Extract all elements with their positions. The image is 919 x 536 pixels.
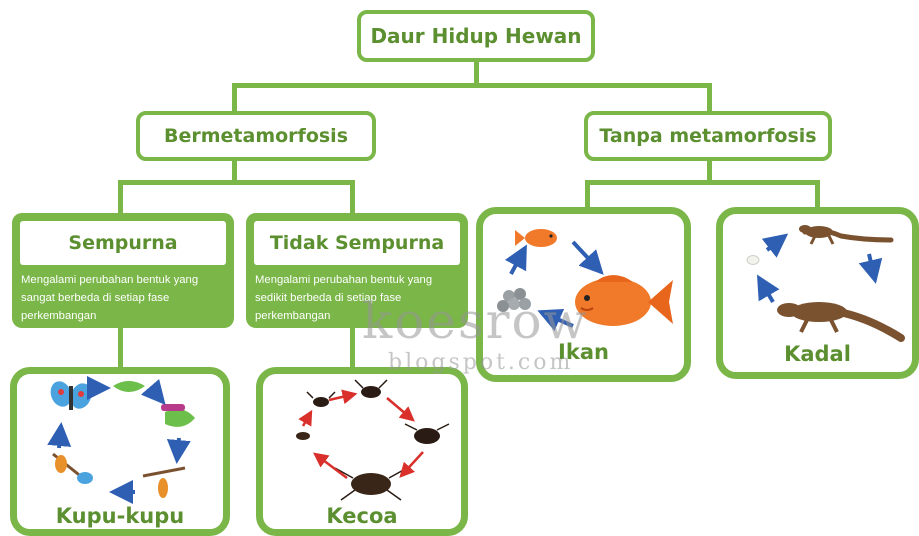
connector-to-tanpa	[707, 83, 712, 113]
connector-to-sempurna	[118, 180, 123, 215]
cockroach-egg-icon	[296, 432, 310, 440]
connector-to-tidak-sempurna	[350, 180, 355, 215]
kadal-panel: Kadal	[716, 207, 919, 379]
nymph-large-icon	[404, 423, 450, 444]
connector-bermeta-down	[232, 158, 237, 183]
chrysalis-icon	[142, 466, 186, 498]
root-node: Daur Hidup Hewan	[357, 10, 595, 62]
arrow-nymph2-to-nymph3	[386, 397, 415, 422]
connector-root-down	[474, 60, 479, 85]
arrow-small-to-big	[571, 240, 604, 275]
tanpa-metamorfosis-label: Tanpa metamorfosis	[599, 125, 817, 147]
adult-cockroach-icon	[334, 467, 408, 501]
leaf-egg-icon	[113, 381, 145, 392]
connector-level2-right-horizontal	[585, 180, 820, 185]
kupu-label: Kupu-kupu	[55, 504, 185, 528]
sempurna-title: Sempurna	[20, 221, 226, 265]
arrow-big-to-egg	[756, 274, 780, 304]
bermetamorfosis-node: Bermetamorfosis	[136, 111, 376, 161]
kecoa-cycle-illustration	[296, 379, 450, 501]
emerging-butterfly-icon	[52, 452, 93, 484]
arrow-egg-to-small	[761, 233, 789, 258]
ikan-cycle-illustration	[497, 229, 673, 332]
kadal-label: Kadal	[784, 342, 851, 366]
arrow-small-to-big	[858, 253, 883, 284]
big-fish-icon	[575, 275, 673, 326]
small-fish-icon	[515, 229, 557, 247]
connector-tidak-to-kecoa	[350, 325, 355, 373]
sempurna-description: Mengalami perubahan bentuk yang sangat b…	[21, 274, 199, 322]
tidak-sempurna-description: Mengalami perubahan bentuk yang sedikit …	[255, 274, 433, 322]
arrow-big-to-eggs	[537, 309, 574, 332]
arrow-adult-to-egg	[313, 452, 348, 479]
nymph-medium-icon	[354, 379, 388, 398]
kadal-cycle-illustration	[746, 225, 905, 342]
connector-sempurna-to-kupu	[118, 325, 123, 373]
arrow-nymph3-to-adult	[399, 451, 424, 478]
tanpa-metamorfosis-node: Tanpa metamorfosis	[584, 111, 832, 161]
arrow-egg-to-caterpillar	[140, 379, 166, 406]
arrow-emerging-to-butterfly	[47, 422, 72, 449]
root-label: Daur Hidup Hewan	[370, 24, 582, 48]
caterpillar-icon	[161, 404, 195, 427]
kecoa-label: Kecoa	[326, 504, 398, 528]
tidak-sempurna-title: Tidak Sempurna	[254, 221, 460, 265]
arrow-caterpillar-to-chrysalis	[166, 437, 191, 464]
kupu-panel: Kupu-kupu	[10, 367, 230, 536]
connector-to-ikan	[585, 180, 590, 210]
connector-tanpa-down	[707, 158, 712, 183]
connector-level1-horizontal	[232, 83, 712, 88]
watermark-line2: blogspot.com	[388, 350, 574, 375]
tidak-sempurna-card: Tidak Sempurna Mengalami perubahan bentu…	[246, 213, 468, 328]
arrow-nymph1-to-nymph2	[328, 389, 358, 405]
sempurna-card: Sempurna Mengalami perubahan bentuk yang…	[12, 213, 234, 328]
watermark-line1: koesrow	[362, 292, 589, 350]
nymph-small-icon	[306, 391, 336, 407]
ikan-label: Ikan	[558, 340, 609, 364]
kupu-cycle-illustration	[47, 376, 195, 504]
big-lizard-icon	[777, 302, 905, 342]
small-lizard-icon	[799, 225, 894, 245]
bermetamorfosis-label: Bermetamorfosis	[164, 125, 348, 147]
connector-to-bermetamorfosis	[232, 83, 237, 113]
lizard-egg-icon	[746, 255, 760, 265]
arrow-eggs-to-small	[504, 244, 527, 275]
arrow-egg-to-nymph1	[298, 409, 313, 427]
kecoa-panel: Kecoa	[256, 367, 468, 536]
butterfly-icon	[50, 381, 92, 410]
connector-to-kadal	[815, 180, 820, 210]
ikan-panel: Ikan	[476, 207, 691, 382]
connector-level2-left-horizontal	[118, 180, 355, 185]
egg-cluster-icon	[497, 288, 531, 312]
